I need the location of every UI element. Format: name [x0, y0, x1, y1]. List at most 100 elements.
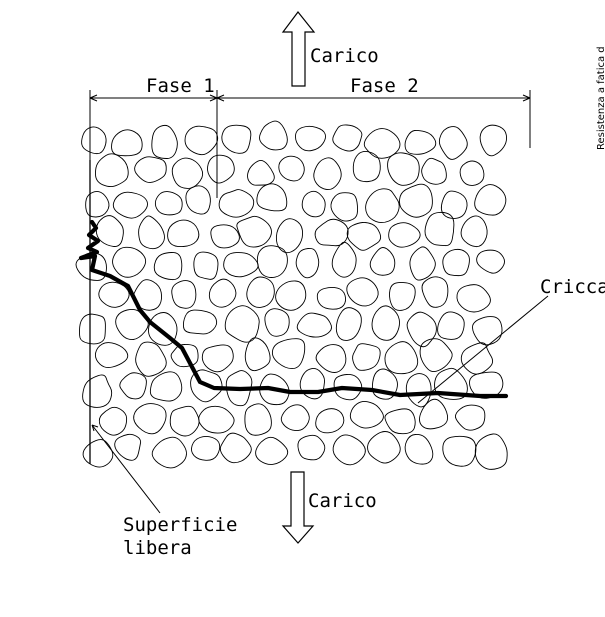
grain: [259, 120, 288, 151]
phase1-label: Fase 1: [146, 75, 215, 97]
grain: [278, 155, 305, 182]
grain: [295, 125, 326, 152]
grain: [332, 124, 363, 152]
grain: [313, 157, 342, 191]
crack-label: Cricca: [540, 276, 605, 298]
grain: [201, 344, 234, 373]
grain: [454, 404, 486, 431]
grain: [474, 433, 508, 470]
grain: [119, 372, 147, 400]
grain: [95, 215, 124, 247]
grain: [94, 342, 129, 369]
grain: [218, 189, 255, 218]
grain: [184, 125, 219, 156]
grain: [223, 252, 259, 278]
grain: [387, 152, 420, 186]
grain: [419, 338, 453, 373]
grain: [301, 190, 326, 218]
grain: [114, 433, 142, 461]
grain: [149, 371, 183, 402]
grain: [256, 245, 288, 278]
grain: [111, 129, 143, 157]
grain: [171, 280, 197, 309]
load-arrow-down: [281, 471, 315, 544]
grain: [275, 218, 304, 254]
grain: [135, 341, 167, 377]
grain: [98, 281, 130, 308]
grain: [82, 439, 114, 468]
grain: [389, 281, 416, 311]
grain: [472, 316, 503, 346]
grain: [133, 403, 167, 435]
grain: [81, 126, 107, 155]
grain: [474, 184, 507, 216]
grain: [384, 408, 416, 435]
grain: [352, 343, 381, 371]
grain: [134, 156, 167, 183]
grain: [440, 190, 468, 219]
grain: [198, 405, 235, 434]
grain: [406, 311, 437, 348]
grain: [295, 247, 320, 279]
grain: [151, 124, 178, 159]
grain: [207, 154, 235, 184]
grain: [170, 344, 199, 368]
grain: [442, 248, 470, 277]
grain: [221, 124, 252, 154]
grain: [148, 312, 178, 346]
grain: [460, 342, 494, 375]
grain: [210, 224, 240, 249]
grain: [419, 398, 449, 430]
free-surface-label-line1: Superficie: [123, 514, 238, 536]
grain: [315, 344, 347, 373]
grain: [95, 153, 129, 188]
grain: [316, 287, 347, 310]
crack-leader-line: [417, 295, 549, 404]
grain: [371, 305, 400, 341]
grain: [255, 436, 289, 465]
grain: [476, 249, 505, 274]
load-arrow-up: [281, 11, 316, 87]
grain: [421, 276, 449, 308]
grain: [299, 368, 325, 400]
grain: [244, 403, 272, 436]
free-surface-leader-line: [91, 424, 161, 514]
grain: [296, 312, 332, 338]
grain: [185, 185, 211, 215]
grain: [191, 435, 221, 461]
side-caption: Resistenza a fatica d: [596, 46, 605, 150]
grain: [208, 278, 237, 308]
phase-dimension-lines: [89, 90, 531, 198]
grain: [479, 124, 507, 157]
grain: [153, 252, 183, 281]
grain: [346, 221, 382, 251]
grain: [456, 284, 491, 313]
grain: [151, 436, 187, 469]
grain-structure: [75, 120, 508, 470]
phase2-label: Fase 2: [350, 75, 419, 97]
grain: [367, 431, 401, 464]
grain: [182, 309, 218, 335]
grain: [169, 405, 200, 437]
grain: [256, 183, 288, 212]
grain: [332, 434, 366, 466]
grain: [115, 308, 149, 341]
grain: [330, 192, 358, 222]
grain: [365, 188, 400, 223]
grain: [404, 434, 434, 465]
grain: [244, 337, 271, 372]
grain: [236, 215, 272, 248]
grain: [424, 211, 455, 247]
grain: [246, 276, 275, 308]
grain: [224, 305, 260, 343]
grain: [79, 313, 106, 345]
grain: [331, 241, 357, 278]
grain: [469, 371, 504, 399]
grain: [247, 159, 275, 186]
grain: [352, 151, 381, 183]
grain: [82, 374, 113, 408]
grain: [171, 157, 204, 189]
grain: [112, 246, 147, 278]
grain: [460, 215, 488, 248]
